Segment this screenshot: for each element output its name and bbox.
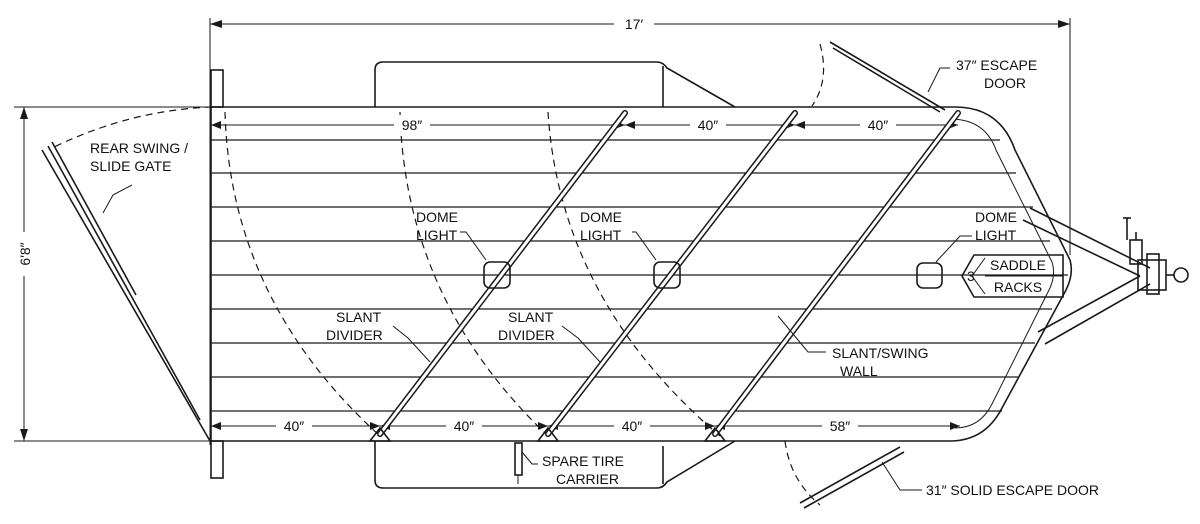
dome-light-2-line1: DOME	[580, 209, 622, 225]
dome-light-2: DOME LIGHT	[580, 209, 681, 289]
top-dimension-chain: 98″ 40″ 40″	[211, 115, 958, 133]
fender-bottom	[374, 440, 736, 489]
overall-length-dimension: 17′	[209, 14, 1071, 445]
bottom-dim-40-c: 40″	[622, 418, 643, 434]
spare-tire-line1: SPARE TIRE	[542, 453, 624, 469]
slant-divider-2	[536, 110, 798, 442]
bottom-dim-40-a: 40″	[284, 418, 305, 434]
overall-width-label: 6′8″	[17, 242, 33, 265]
floor-boards	[211, 139, 1068, 412]
slant-divider-2-label: SLANT DIVIDER	[498, 309, 601, 363]
rear-corner-posts	[210, 69, 224, 479]
slant-swing-wall	[703, 110, 961, 442]
slant-swing-wall-label: SLANT/SWING WALL	[777, 315, 928, 379]
dome-light-3-line1: DOME	[975, 209, 1017, 225]
slant-swing-wall-line1: SLANT/SWING	[832, 345, 928, 361]
top-dim-40-a: 40″	[698, 117, 719, 133]
bottom-dimension-chain: 40″ 40″ 40″ 58″	[211, 417, 960, 435]
rear-gate-label-line1: REAR SWING /	[90, 140, 188, 156]
saddle-racks-line2: RACKS	[994, 279, 1042, 295]
escape-door-bottom-label: 31″ SOLID ESCAPE DOOR	[926, 482, 1099, 498]
dome-light-1-line2: LIGHT	[416, 227, 458, 243]
rear-gate: REAR SWING / SLIDE GATE	[41, 140, 211, 442]
escape-door-bottom: 31″ SOLID ESCAPE DOOR	[799, 446, 1099, 509]
fender-top	[374, 61, 736, 108]
dome-light-2-line2: LIGHT	[580, 227, 622, 243]
saddle-racks-count: 3	[967, 268, 975, 284]
slant-divider-2-line2: DIVIDER	[498, 327, 555, 343]
top-dim-40-b: 40″	[868, 117, 889, 133]
saddle-racks-line1: SADDLE	[990, 257, 1046, 273]
slant-divider-1-line1: SLANT	[336, 309, 382, 325]
divider-swing-arcs	[51, 43, 825, 506]
dome-light-1-line1: DOME	[416, 209, 458, 225]
slant-swing-wall-line2: WALL	[840, 363, 878, 379]
escape-door-top-line1: 37″ ESCAPE	[956, 57, 1037, 73]
rear-gate-label-line2: SLIDE GATE	[90, 158, 171, 174]
bottom-dim-40-b: 40″	[454, 418, 475, 434]
slant-divider-1-line2: DIVIDER	[326, 327, 383, 343]
dome-light-3-line2: LIGHT	[975, 227, 1017, 243]
escape-door-top: 37″ ESCAPE DOOR	[829, 41, 1037, 113]
spare-tire-line2: CARRIER	[556, 471, 619, 487]
saddle-racks: 3 SADDLE RACKS	[961, 254, 1064, 298]
jack-stand	[1123, 217, 1143, 265]
slant-divider-2-line1: SLANT	[508, 309, 554, 325]
bottom-dim-58: 58″	[830, 418, 851, 434]
dome-light-3: DOME LIGHT	[916, 209, 1017, 289]
escape-door-top-line2: DOOR	[984, 75, 1026, 91]
overall-width-dimension: 6′8″	[12, 106, 215, 442]
overall-length-label: 17′	[625, 16, 644, 32]
slant-divider-1	[368, 110, 628, 442]
top-dim-98: 98″	[402, 117, 423, 133]
dome-light-1: DOME LIGHT	[416, 209, 511, 289]
spare-tire-carrier: SPARE TIRE CARRIER	[514, 442, 624, 487]
trailer-tongue	[1022, 207, 1189, 345]
slant-divider-1-label: SLANT DIVIDER	[326, 309, 431, 363]
